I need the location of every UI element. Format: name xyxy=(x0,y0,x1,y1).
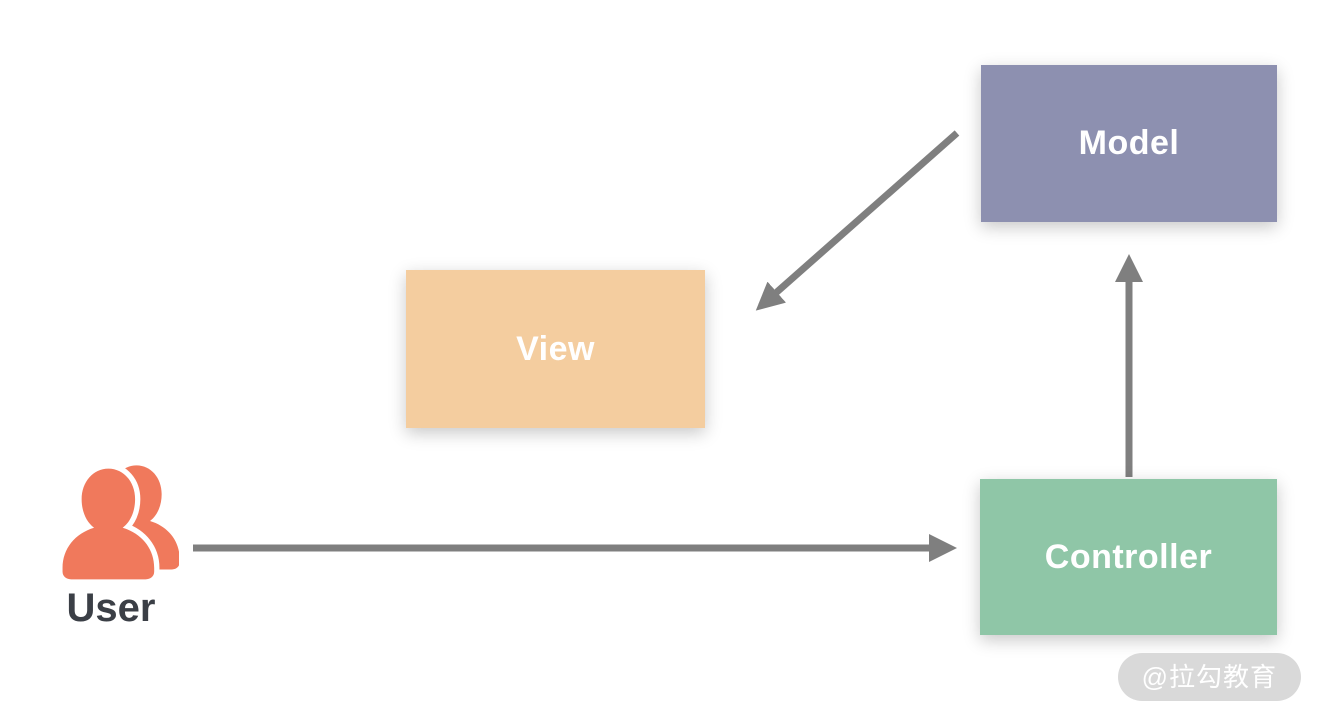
node-view-label: View xyxy=(516,329,595,368)
node-view: View xyxy=(406,270,705,428)
actor-user-label: User xyxy=(66,586,156,630)
node-controller-label: Controller xyxy=(1044,537,1213,576)
node-model: Model xyxy=(981,65,1277,222)
node-controller: Controller xyxy=(980,479,1277,635)
node-model-label: Model xyxy=(1078,124,1180,162)
actor-user: User xyxy=(36,462,186,631)
watermark-badge: @拉勾教育 xyxy=(1117,653,1301,701)
edge-model-to-view xyxy=(755,130,960,311)
users-icon xyxy=(57,463,179,584)
